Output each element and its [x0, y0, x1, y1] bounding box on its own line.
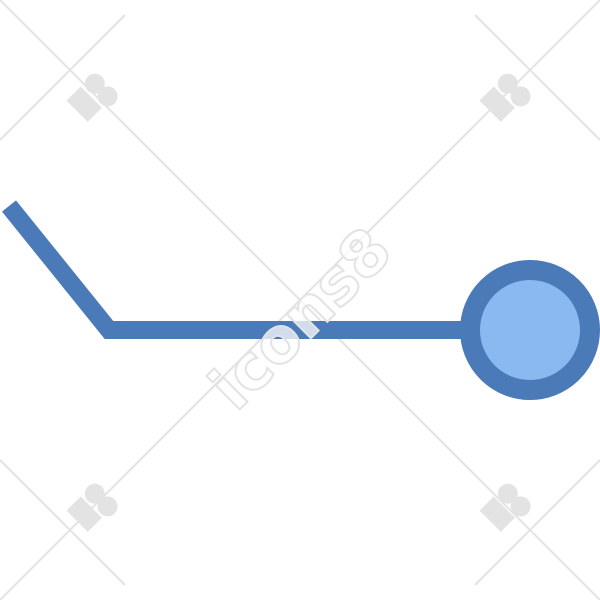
watermark-logos: [66, 73, 531, 532]
connector-line: [1, 200, 470, 339]
watermark-logo-mark: [66, 73, 118, 122]
watermark-logo-mark: [66, 483, 118, 532]
endpoint-circle-icon: [460, 260, 600, 400]
watermark-diagonal-line: [474, 14, 600, 141]
connector-icon: [1, 200, 600, 400]
watermark-diagonal-line: [0, 459, 126, 586]
watermark-diagonal-line: [334, 334, 471, 471]
watermark-diagonal-line: [334, 129, 471, 266]
watermark-logo-mark: [479, 483, 531, 532]
watermark-text: icons8: [195, 213, 406, 424]
watermark-diagonal-line: [474, 459, 600, 586]
watermark-diagonal-line: [129, 129, 266, 266]
watermark-diagonal-line: [129, 334, 266, 471]
watermark-text-group: icons8: [194, 212, 407, 425]
watermark-logo-mark: [479, 73, 531, 122]
watermark-diagonal-line: [0, 14, 126, 141]
